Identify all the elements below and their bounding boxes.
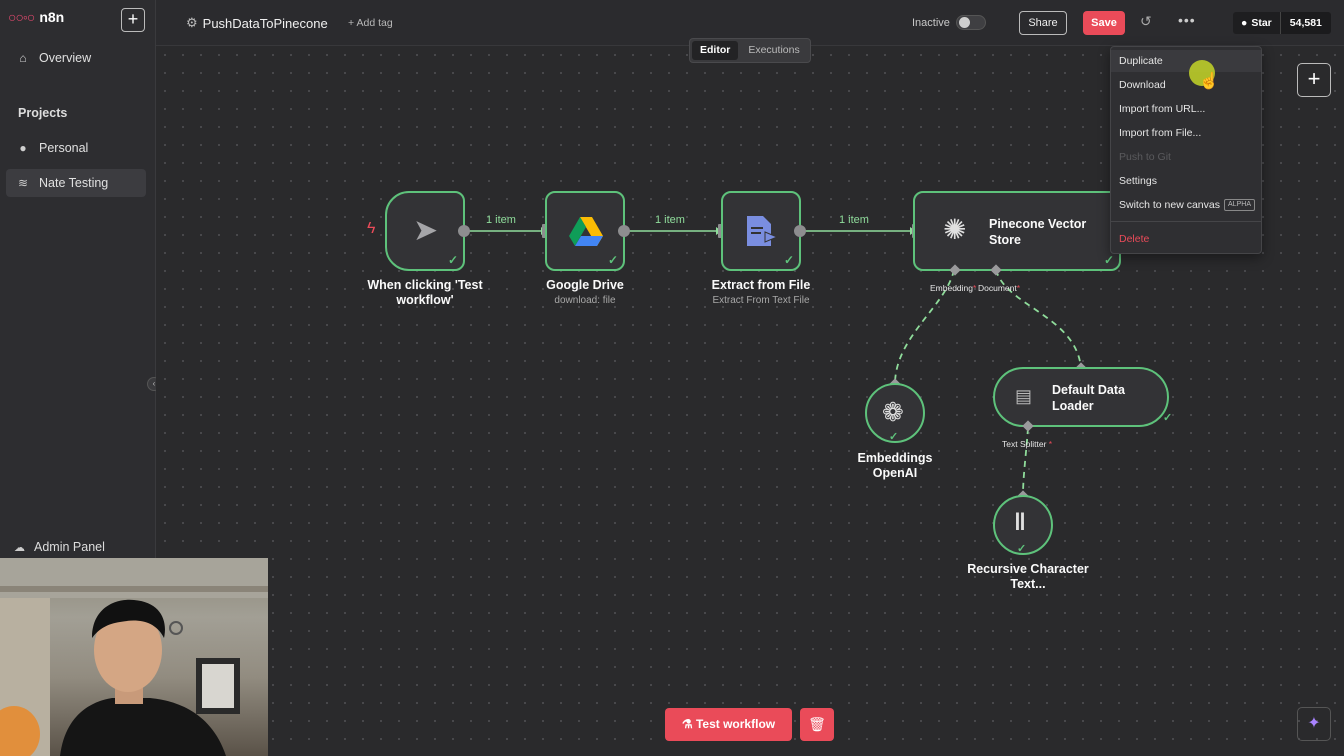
document-port-label: Document* (978, 283, 1021, 293)
flask-icon: ⚗ (681, 717, 693, 731)
lightning-icon: ϟ (367, 220, 376, 237)
sidebar-item-nate-testing[interactable]: ≋ Nate Testing (6, 169, 146, 197)
recursive-text-splitter-node[interactable]: ‖ ✓ (993, 495, 1053, 555)
layers-icon: ≋ (17, 176, 29, 190)
file-extract-icon (747, 216, 779, 246)
workflow-name[interactable]: ⚙ PushDataToPinecone (186, 15, 328, 31)
success-check-icon: ✓ (1017, 543, 1027, 555)
connection-label: 1 item (839, 214, 869, 226)
sidebar-item-label: Overview (39, 51, 92, 65)
sub-connection-line (894, 269, 955, 384)
github-star-count: 54,581 (1279, 12, 1331, 34)
text-splitter-port-label: Text Splitter * (1002, 439, 1053, 449)
menu-item-download[interactable]: Download (1119, 79, 1166, 91)
pinecone-icon: ✺ (943, 214, 967, 245)
trash-icon: 🗑 (808, 716, 826, 732)
history-icon[interactable]: ↺ (1140, 13, 1152, 29)
google-drive-icon (569, 217, 603, 246)
active-toggle[interactable] (956, 15, 986, 30)
menu-item-switch-canvas[interactable]: Switch to new canvas ALPHA (1111, 194, 1261, 216)
tab-editor[interactable]: Editor (692, 41, 739, 60)
gear-icon: ⚙ (186, 15, 198, 30)
tab-executions[interactable]: Executions (748, 44, 800, 56)
add-tag-button[interactable]: + Add tag (348, 17, 393, 29)
menu-item-push-to-git: Push to Git (1119, 151, 1171, 163)
trigger-node[interactable]: ➤ ✓ (385, 191, 465, 271)
connection-label: 1 item (655, 214, 685, 226)
clear-execution-button[interactable]: 🗑 (800, 708, 834, 741)
app-logo[interactable]: ○○◦○ n8n (8, 9, 64, 25)
node-title: Default Data Loader (1052, 383, 1125, 413)
embeddings-openai-node[interactable]: ❁ ✓ (865, 383, 925, 443)
add-node-button[interactable]: + (1297, 63, 1331, 97)
workflow-name-label: PushDataToPinecone (202, 15, 328, 31)
default-data-loader-node[interactable]: ▤ Default Data Loader (993, 367, 1169, 427)
success-check-icon: ✓ (1163, 412, 1173, 424)
menu-item-import-file[interactable]: Import from File... (1119, 127, 1202, 139)
more-options-icon[interactable]: ••• (1178, 12, 1196, 28)
menu-divider (1111, 221, 1261, 222)
sub-connection-line (1022, 427, 1029, 497)
node-title: Pinecone Vector Store (989, 217, 1087, 247)
success-check-icon: ✓ (447, 253, 458, 267)
n8n-logo-icon: ○○◦○ (8, 9, 35, 25)
test-workflow-button[interactable]: ⚗ Test workflow (665, 708, 792, 741)
output-handle[interactable] (794, 225, 806, 237)
success-check-icon: ✓ (889, 431, 899, 443)
node-title: Extract from File (711, 278, 811, 292)
sidebar-item-personal[interactable]: ● Personal (6, 134, 146, 162)
node-title: Recursive Character Text... (967, 562, 1089, 591)
sparkle-icon: ✦ (1307, 715, 1321, 732)
splitter-icon: ‖ (1014, 509, 1026, 536)
user-icon: ● (19, 141, 27, 155)
github-star-button[interactable]: ●Star 54,581 (1233, 12, 1331, 34)
cloud-icon: ☁ (14, 541, 25, 554)
embedding-port-label: Embedding* (930, 283, 977, 293)
create-button[interactable]: + (121, 8, 145, 32)
cursor-pointer-icon: ➤ (413, 214, 439, 247)
node-title: Embeddings OpenAI (857, 451, 933, 480)
sidebar-item-overview[interactable]: ⌂ Overview (6, 44, 146, 72)
workflow-options-menu: Duplicate Download Import from URL... Im… (1110, 46, 1262, 254)
output-handle[interactable] (458, 225, 470, 237)
presenter-video (0, 558, 268, 756)
status-label: Inactive (912, 17, 950, 29)
share-button[interactable]: Share (1019, 11, 1067, 35)
menu-item-settings[interactable]: Settings (1119, 175, 1157, 187)
google-drive-node[interactable]: ✓ (545, 191, 625, 271)
menu-item-duplicate[interactable]: Duplicate (1111, 50, 1261, 72)
output-handle[interactable] (618, 225, 630, 237)
success-check-icon: ✓ (783, 253, 794, 267)
ai-assistant-button[interactable]: ✦ (1297, 707, 1331, 741)
github-icon: ● (1241, 17, 1248, 29)
admin-panel-label: Admin Panel (34, 540, 105, 554)
projects-heading: Projects (18, 106, 68, 120)
node-subtitle: Extract From Text File (712, 295, 810, 306)
node-title: Google Drive (546, 278, 624, 292)
pinecone-vector-store-node[interactable]: ✺ Pinecone Vector Store ✓ (913, 191, 1121, 271)
sidebar-item-label: Personal (39, 141, 89, 155)
editor-tabs: Editor Executions (689, 38, 811, 63)
webcam-overlay (0, 558, 268, 756)
success-check-icon: ✓ (607, 253, 618, 267)
menu-item-import-url[interactable]: Import from URL... (1119, 103, 1206, 115)
node-title: When clicking 'Test workflow' (367, 278, 483, 307)
alpha-badge: ALPHA (1224, 199, 1255, 211)
connections-layer (469, 227, 1082, 497)
hand-cursor-icon: ☝ (1199, 73, 1219, 90)
success-check-icon: ✓ (1103, 253, 1114, 267)
sub-connection-line (995, 269, 1082, 369)
data-file-icon: ▤ (1015, 386, 1033, 406)
app-name: n8n (39, 9, 65, 25)
node-subtitle: download: file (554, 295, 616, 306)
sidebar-item-label: Nate Testing (39, 176, 109, 190)
home-icon: ⌂ (19, 51, 27, 65)
extract-from-file-node[interactable]: ✓ (721, 191, 801, 271)
menu-item-delete[interactable]: Delete (1119, 233, 1150, 245)
connection-label: 1 item (486, 214, 516, 226)
cursor-highlight (1189, 60, 1215, 86)
save-button[interactable]: Save (1083, 11, 1125, 35)
openai-icon: ❁ (882, 397, 904, 427)
sidebar-item-admin-panel[interactable]: ☁ Admin Panel (14, 540, 105, 554)
